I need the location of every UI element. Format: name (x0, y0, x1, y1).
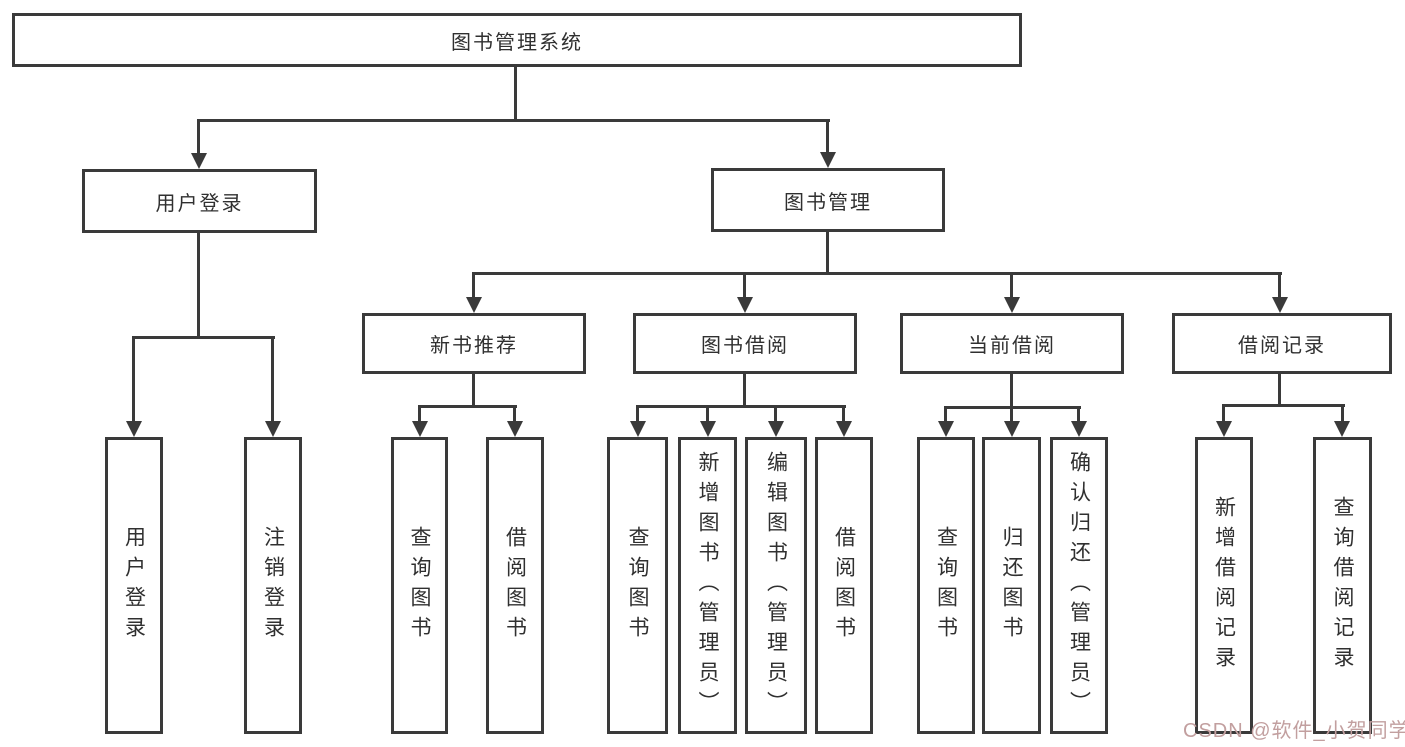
leaf-bb-borrow-books: 借阅图书 (815, 437, 873, 734)
leaf-bb-add-book-admin-label: 新增图书（管理员） (696, 450, 719, 721)
connector-nbr-stem (472, 374, 475, 405)
node-current-borrow: 当前借阅 (900, 313, 1124, 374)
leaf-logout: 注销登录 (244, 437, 302, 734)
csdn-watermark: CSDN @软件_小贺同学 (1183, 720, 1405, 742)
arrow-down-nbr-borrow (507, 421, 523, 437)
node-book-management: 图书管理 (711, 168, 945, 232)
leaf-bb-edit-book-admin-label: 编辑图书（管理员） (764, 450, 788, 721)
connector-stub-nbr-borrow (513, 405, 516, 423)
node-root: 图书管理系统 (12, 13, 1022, 67)
node-book-borrow-label: 图书借阅 (701, 335, 789, 357)
connector-stub-bb-query (636, 405, 639, 423)
leaf-cb-query-books-label: 查询图书 (934, 525, 958, 646)
connector-stub-cb-confirm (1077, 406, 1080, 423)
connector-user-login-stem (197, 233, 200, 336)
leaf-cb-return-books: 归还图书 (982, 437, 1041, 734)
leaf-bb-edit-book-admin: 编辑图书（管理员） (745, 437, 807, 734)
arrow-down-current-borrow (1004, 297, 1020, 313)
connector-stub-book-borrow (743, 272, 746, 299)
arrow-down-cb-query (938, 421, 954, 437)
arrow-down-book-management (820, 152, 836, 168)
connector-stub-leaf-user-login (132, 336, 135, 423)
connector-stub-user-login (197, 119, 200, 155)
connector-stub-bb-add (706, 405, 709, 423)
arrow-down-bb-query (630, 421, 646, 437)
node-borrow-records: 借阅记录 (1172, 313, 1392, 374)
leaf-br-add-record-label: 新增借阅记录 (1212, 495, 1236, 676)
leaf-user-login-label: 用户登录 (122, 525, 146, 646)
arrow-down-cb-return (1004, 421, 1020, 437)
connector-stub-br-add (1222, 404, 1225, 423)
connector-stub-nbr-query (418, 405, 421, 423)
connector-level1-fork (197, 119, 830, 122)
node-user-login-label: 用户登录 (155, 192, 244, 215)
connector-stub-cb-query (944, 406, 947, 423)
connector-stub-bb-edit (774, 405, 777, 423)
leaf-bb-query-books: 查询图书 (607, 437, 668, 734)
node-user-login: 用户登录 (82, 169, 317, 233)
leaf-cb-return-books-label: 归还图书 (1000, 525, 1023, 646)
node-book-management-label: 图书管理 (784, 191, 872, 214)
leaf-bb-query-books-label: 查询图书 (626, 525, 649, 646)
connector-stub-borrow-records (1278, 272, 1281, 299)
connector-stub-current-borrow (1010, 272, 1013, 299)
connector-br-fork (1222, 404, 1345, 407)
leaf-br-add-record: 新增借阅记录 (1195, 437, 1253, 734)
leaf-bb-add-book-admin: 新增图书（管理员） (678, 437, 737, 734)
connector-root-stem (514, 67, 517, 119)
node-borrow-records-label: 借阅记录 (1238, 335, 1326, 357)
node-new-book-recommend: 新书推荐 (362, 313, 586, 374)
arrow-down-bb-add (700, 421, 716, 437)
arrow-down-nbr-query (412, 421, 428, 437)
leaf-bb-borrow-books-label: 借阅图书 (832, 525, 856, 646)
arrow-down-leaf-logout (265, 421, 281, 437)
connector-cb-stem (1010, 374, 1013, 406)
arrow-down-book-borrow (737, 297, 753, 313)
leaf-nbr-borrow-books: 借阅图书 (486, 437, 544, 734)
arrow-down-bb-borrow (836, 421, 852, 437)
node-book-borrow: 图书借阅 (633, 313, 857, 374)
connector-user-login-fork (132, 336, 275, 339)
connector-stub-leaf-logout (271, 336, 274, 423)
arrow-down-bb-edit (768, 421, 784, 437)
connector-bb-stem (743, 374, 746, 405)
connector-stub-new-book-recommend (472, 272, 475, 299)
connector-bb-fork (636, 405, 846, 408)
connector-stub-book-management (826, 119, 829, 154)
connector-level3-fork (472, 272, 1282, 275)
leaf-cb-query-books: 查询图书 (917, 437, 975, 734)
leaf-cb-confirm-return-admin-label: 确认归还（管理员） (1067, 450, 1091, 721)
arrow-down-user-login (191, 153, 207, 169)
connector-stub-cb-return (1010, 406, 1013, 423)
leaf-br-query-record: 查询借阅记录 (1313, 437, 1372, 734)
arrow-down-br-add (1216, 421, 1232, 437)
leaf-nbr-borrow-books-label: 借阅图书 (503, 525, 527, 646)
arrow-down-borrow-records (1272, 297, 1288, 313)
connector-stub-br-query (1341, 404, 1344, 423)
arrow-down-cb-confirm (1071, 421, 1087, 437)
arrow-down-new-book-recommend (466, 297, 482, 313)
connector-nbr-fork (418, 405, 517, 408)
leaf-nbr-query-books: 查询图书 (391, 437, 448, 734)
connector-stub-bb-borrow (842, 405, 845, 423)
node-root-label: 图书管理系统 (451, 31, 583, 54)
connector-book-management-stem (826, 232, 829, 272)
arrow-down-leaf-user-login (126, 421, 142, 437)
leaf-br-query-record-label: 查询借阅记录 (1331, 495, 1354, 676)
connector-br-stem (1278, 374, 1281, 404)
leaf-user-login: 用户登录 (105, 437, 163, 734)
leaf-nbr-query-books-label: 查询图书 (408, 525, 431, 646)
leaf-cb-confirm-return-admin: 确认归还（管理员） (1050, 437, 1108, 734)
leaf-logout-label: 注销登录 (261, 525, 285, 646)
arrow-down-br-query (1334, 421, 1350, 437)
node-new-book-recommend-label: 新书推荐 (430, 335, 518, 357)
node-current-borrow-label: 当前借阅 (968, 335, 1056, 357)
